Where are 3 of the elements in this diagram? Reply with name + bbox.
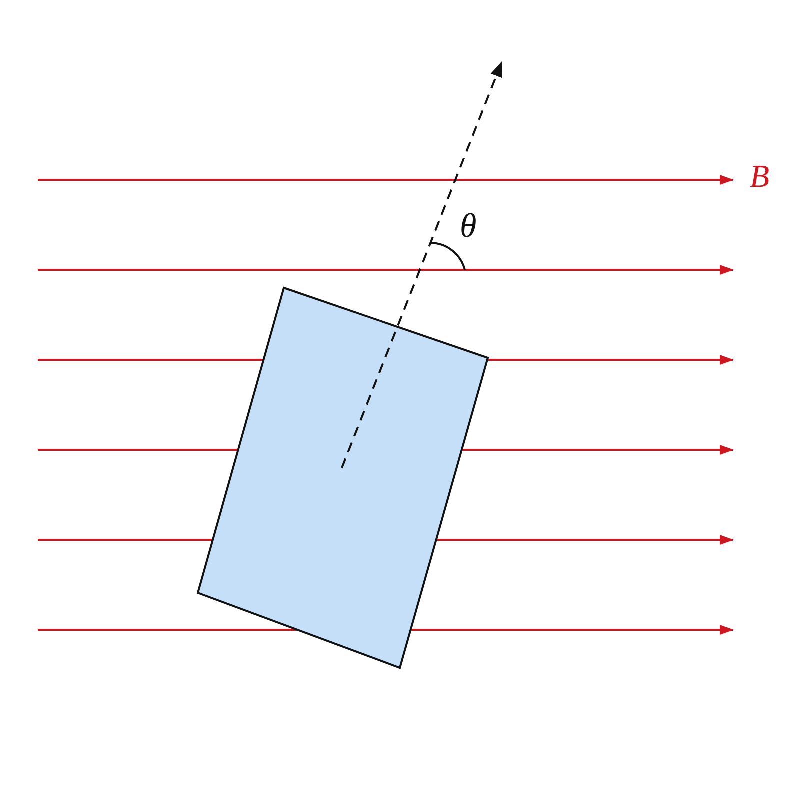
tilted-plate xyxy=(196,286,490,670)
angle-label: θ xyxy=(460,210,477,244)
field-label: B xyxy=(750,160,770,192)
